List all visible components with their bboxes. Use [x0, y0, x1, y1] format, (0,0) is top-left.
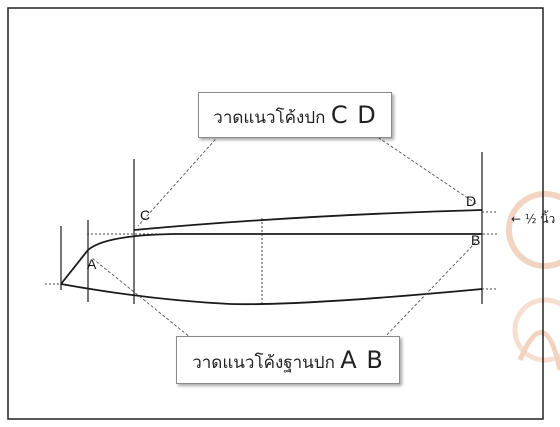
half-inch-annotation: ← ½ นิ้ว	[511, 212, 556, 226]
collar-lower-curve	[60, 283, 483, 306]
callout-bottom-text: วาดแนวโค้งฐานปก	[192, 353, 335, 373]
point-label-d: D	[466, 193, 477, 209]
collar-curve-cd	[133, 209, 483, 231]
pointer-top-to-d	[369, 131, 479, 206]
pointer-bottom-to-a	[91, 257, 197, 343]
callout-bottom-letters: A B	[340, 346, 384, 374]
collar-base-curve-ab	[87, 233, 482, 251]
callout-top-text: วาดแนวโค้งปก	[213, 108, 326, 128]
collar-end-line	[60, 249, 89, 285]
callout-top-letters: C D	[330, 101, 377, 129]
frame-border	[7, 7, 544, 420]
pointer-bottom-to-b	[379, 239, 479, 343]
point-label-c: C	[140, 207, 151, 223]
pointer-top-to-c	[137, 131, 223, 227]
point-label-b: B	[471, 232, 481, 248]
point-label-a: A	[87, 256, 97, 272]
callout-draw-collar-base-curve: วาดแนวโค้งฐานปก A B	[176, 336, 400, 384]
callout-draw-collar-curve: วาดแนวโค้งปก C D	[198, 92, 392, 138]
